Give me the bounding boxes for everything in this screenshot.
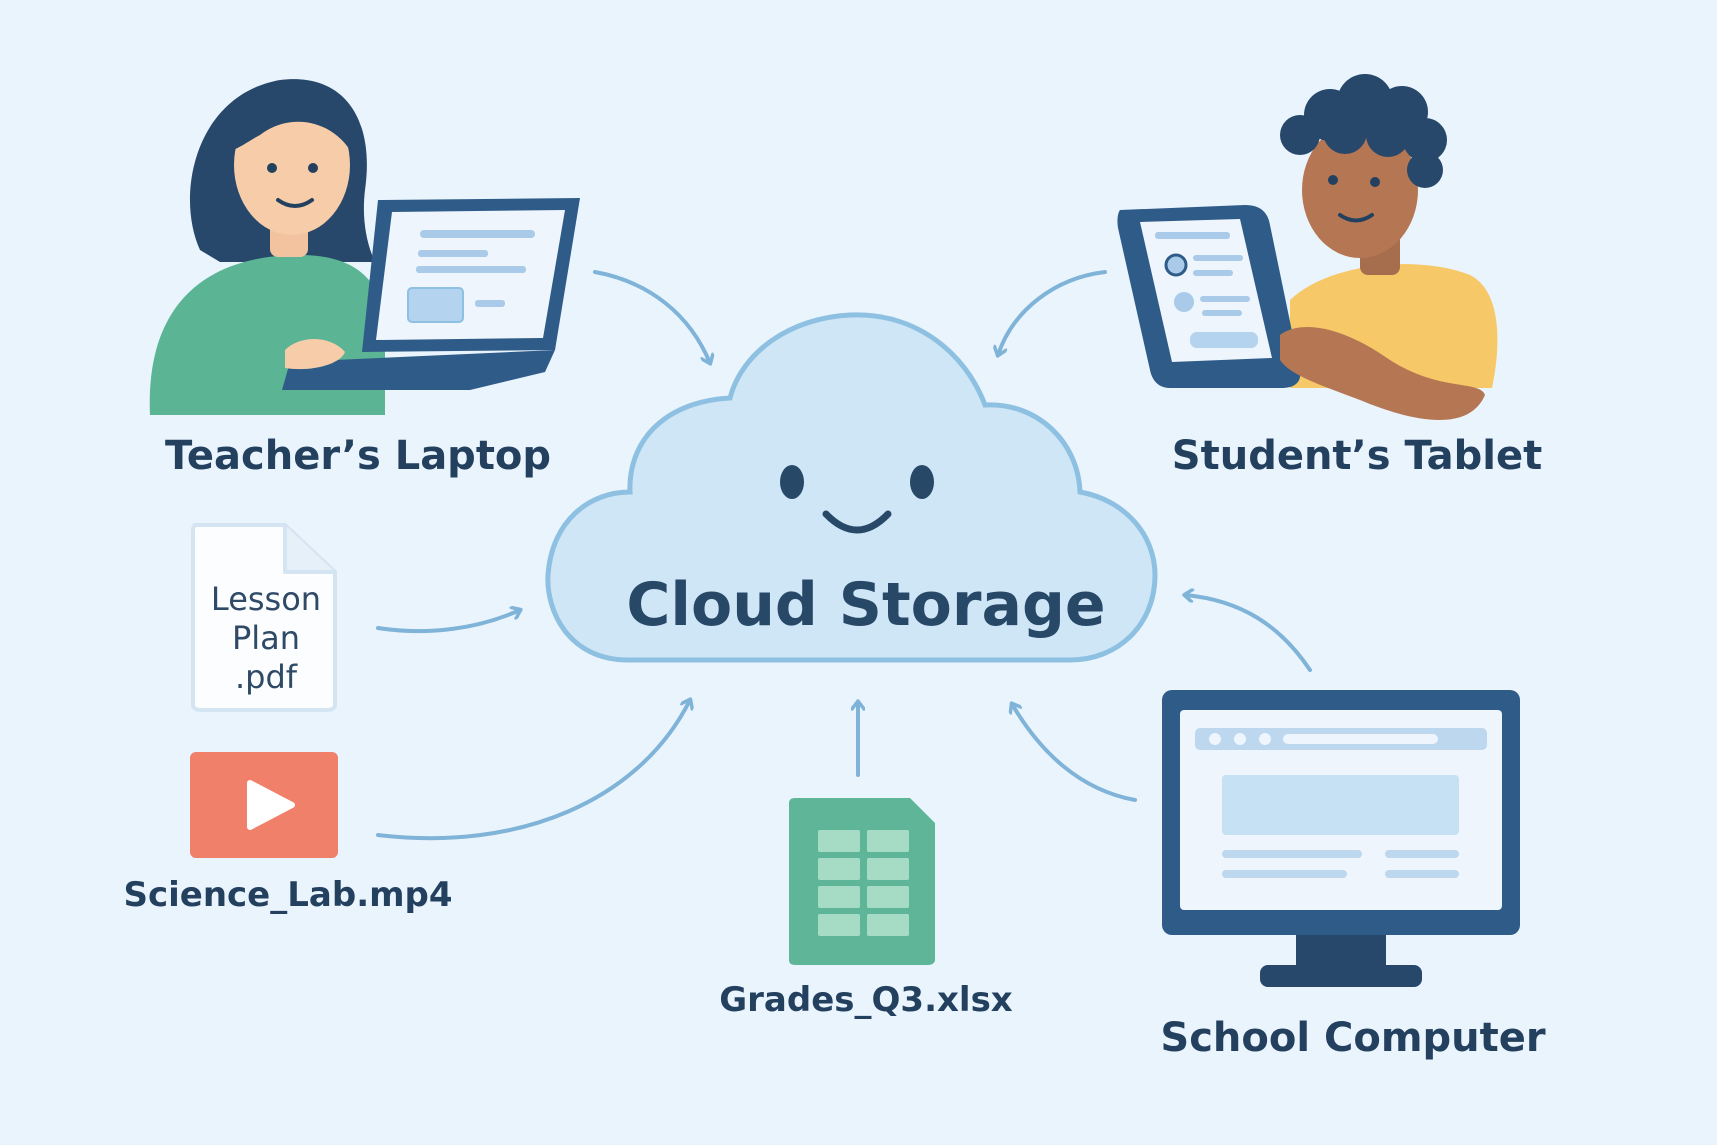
school-computer-label: School Computer: [1160, 1015, 1546, 1061]
arrow-laptop-to-cloud: [593, 270, 710, 363]
science-lab-label: Science_Lab.mp4: [123, 875, 453, 915]
spreadsheet-file-icon: [789, 798, 935, 965]
cloud-smile: [822, 510, 892, 534]
lesson-plan-line-2: Plan: [231, 619, 301, 657]
lesson-plan-line-1: Lesson: [210, 580, 322, 618]
teacher-laptop-label: Teacher’s Laptop: [164, 433, 552, 479]
student-tablet-label: Student’s Tablet: [1171, 433, 1543, 479]
lesson-plan-text: Lesson Plan .pdf: [191, 580, 341, 697]
arrow-computer-to-cloud-lower: [1012, 704, 1137, 802]
video-file-icon: [190, 752, 338, 858]
pdf-document-icon: [191, 523, 337, 712]
cloud-storage-label: Cloud Storage: [626, 570, 1106, 640]
lesson-plan-line-3: .pdf: [234, 658, 298, 696]
laptop-icon: [282, 198, 580, 390]
arrow-lesson-to-cloud: [376, 610, 520, 634]
grades-label: Grades_Q3.xlsx: [719, 980, 1013, 1020]
arrow-computer-to-cloud-upper: [1185, 595, 1312, 672]
cloud-eye-right: [910, 465, 934, 499]
teacher-illustration: [149, 79, 580, 415]
arrow-tablet-to-cloud: [998, 270, 1107, 355]
student-illustration: [1117, 74, 1498, 420]
cloud-eye-left: [780, 465, 804, 499]
cloud-storage-icon: [545, 312, 1158, 663]
desktop-computer-icon: [1162, 690, 1520, 987]
tablet-icon: [1117, 205, 1301, 388]
arrow-video-to-cloud: [376, 700, 690, 841]
arrows: [376, 270, 1312, 841]
